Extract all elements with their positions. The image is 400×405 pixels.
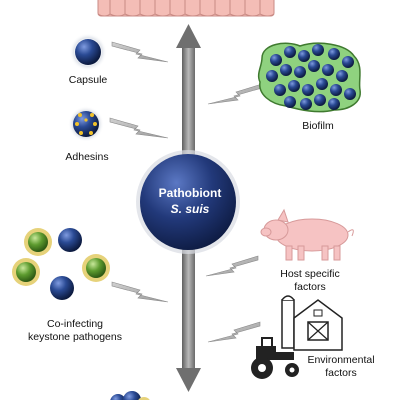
biofilm-cell	[344, 88, 356, 100]
biofilm-cell	[266, 70, 278, 82]
biofilm-cell	[284, 46, 296, 58]
biofilm-cell	[294, 66, 306, 78]
biofilm-cell	[316, 78, 328, 90]
biofilm-cell	[300, 98, 312, 110]
adhesins-label: Adhesins	[65, 151, 109, 163]
biofilm-cell	[308, 60, 320, 72]
barn-icon	[281, 295, 343, 351]
pathobiont-label: Pathobiont S. suis	[140, 185, 240, 217]
bolt-coinfecting-icon	[111, 281, 169, 303]
adhesins-bacterium-icon	[68, 106, 104, 142]
biofilm-cell	[288, 80, 300, 92]
bolt-host-icon	[205, 255, 259, 277]
blue-pathogen-2	[50, 276, 74, 300]
coinfecting-label: Co-infecting keystone pathogens	[20, 318, 130, 344]
biofilm-cell	[280, 64, 292, 76]
biofilm-cell	[328, 98, 340, 110]
biofilm-icon	[257, 42, 361, 113]
lightning-bolts	[109, 41, 263, 343]
coinfecting-label-line2: keystone pathogens	[28, 331, 122, 343]
bolt-env-icon	[207, 321, 261, 343]
green-pathogen-3	[82, 254, 110, 282]
host-factors-label-line1: Host specific	[280, 268, 340, 280]
epithelium-icon	[97, 0, 275, 17]
pathobiont-title: Pathobiont	[158, 186, 222, 200]
pathobiont-species: S. suis	[170, 202, 210, 216]
biofilm-cell	[274, 84, 286, 96]
biofilm-cell	[284, 96, 296, 108]
host-factors-label: Host specific factors	[268, 268, 352, 294]
biofilm-cell	[314, 94, 326, 106]
capsule-bacterium-icon	[69, 33, 107, 71]
green-pathogen-1	[24, 228, 52, 256]
blue-pathogen-1	[58, 228, 82, 252]
pig-icon	[260, 208, 354, 261]
capsule-label: Capsule	[68, 74, 108, 86]
biofilm-label: Biofilm	[302, 120, 334, 132]
biofilm-cell	[328, 48, 340, 60]
coinfecting-label-line1: Co-infecting	[46, 318, 104, 330]
bolt-biofilm-icon	[207, 83, 263, 105]
biofilm-cell	[270, 54, 282, 66]
green-pathogen-2	[12, 258, 40, 286]
biofilm-cell	[298, 50, 310, 62]
biofilm-cell	[302, 84, 314, 96]
coinfecting-pathogens-icon	[12, 228, 110, 300]
biofilm-cell	[336, 70, 348, 82]
environmental-factors-label: Environmental factors	[296, 354, 386, 380]
biofilm-cell	[330, 84, 342, 96]
pathobiont-sphere	[136, 150, 240, 254]
biofilm-cell	[322, 64, 334, 76]
bottom-bacteria-cluster-icon	[110, 391, 151, 405]
bolt-capsule-icon	[111, 41, 169, 63]
host-factors-label-line2: factors	[294, 281, 326, 293]
tractor-icon	[251, 337, 299, 379]
bolt-adhesins-icon	[109, 117, 169, 139]
environmental-factors-label-line2: factors	[325, 367, 357, 379]
biofilm-cell	[312, 44, 324, 56]
environmental-factors-label-line1: Environmental	[307, 354, 375, 366]
biofilm-cell	[342, 56, 354, 68]
